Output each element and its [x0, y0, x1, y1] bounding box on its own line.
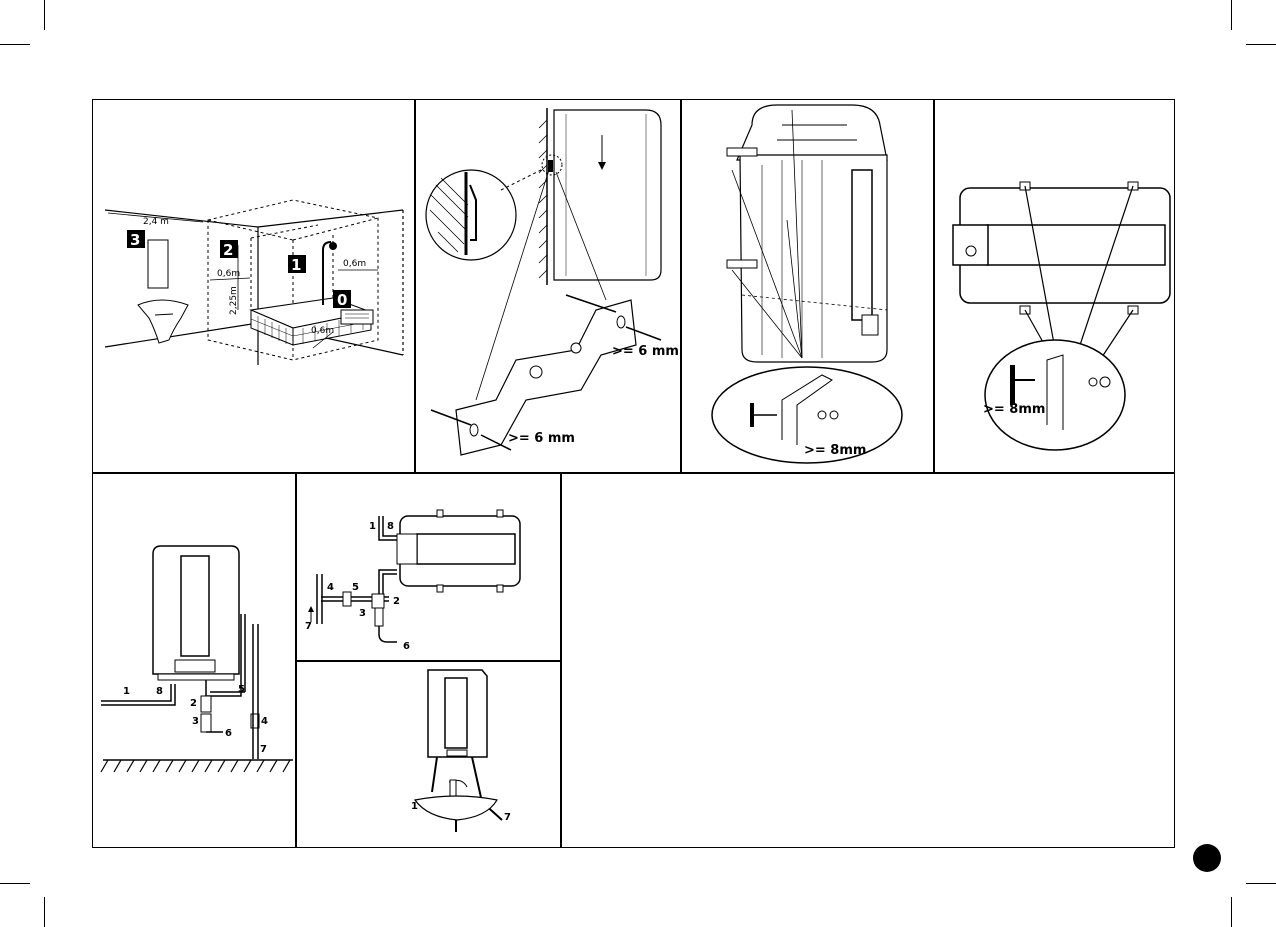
pipe-h-label-2: 2 [393, 596, 400, 607]
crop-mark [1231, 897, 1232, 927]
pipe-v-label-4: 4 [261, 716, 268, 727]
sink-label-7: 7 [504, 812, 511, 823]
dim-bottom-label: 0,6m [311, 326, 334, 336]
bathroom-zones-diagram: 3 2 1 0 2,4 m 0,6m 0,6m 2,25m 0,6m [93, 100, 414, 472]
dim-height-label: 2,25m [229, 286, 239, 315]
pipe-h-label-7: 7 [305, 621, 312, 632]
pipe-h-label-5: 5 [352, 582, 359, 593]
crop-mark [44, 897, 45, 927]
pipe-h-label-6: 6 [403, 641, 410, 652]
pipe-h-label-1: 1 [369, 521, 376, 532]
dim-left-label: 0,6m [217, 269, 240, 279]
crop-mark [0, 883, 30, 884]
pipe-v-label-3: 3 [192, 716, 199, 727]
sink-label-1: 1 [411, 801, 418, 812]
crop-mark [1246, 883, 1276, 884]
crop-mark [44, 0, 45, 30]
vertical-mount-diagram: >= 8mm [682, 100, 933, 472]
pipe-h-label-8: 8 [387, 521, 394, 532]
zone-1-label: 1 [291, 256, 301, 274]
crop-mark [0, 44, 30, 45]
pipe-v-label-2: 2 [190, 698, 197, 709]
pipe-v-label-1: 1 [123, 686, 130, 697]
bracket-label-bottom: >= 6 mm [508, 431, 575, 446]
dim-top-label: 2,4 m [143, 217, 169, 227]
pipe-v-label-5: 5 [238, 684, 245, 695]
vertical-mount-label: >= 8mm [804, 443, 866, 458]
crop-mark [1231, 0, 1232, 30]
sink-installation-diagram: 1 7 [297, 662, 560, 848]
vertical-piping-diagram: 1 8 2 3 6 5 4 7 [93, 474, 295, 848]
pipe-v-label-8: 8 [156, 686, 163, 697]
horizontal-mount-label: >= 8mm [983, 402, 1045, 417]
horizontal-piping-diagram: 1 8 4 5 2 3 7 6 [297, 474, 560, 660]
zone-2-label: 2 [223, 241, 233, 259]
bracket-label-top: >= 6 mm [612, 344, 679, 359]
pipe-h-label-3: 3 [359, 608, 366, 619]
page-marker-dot [1193, 844, 1221, 872]
pipe-v-label-6: 6 [225, 728, 232, 739]
dim-right-label: 0,6m [343, 259, 366, 269]
pipe-v-label-7: 7 [260, 744, 267, 755]
pipe-h-label-4: 4 [327, 582, 334, 593]
zone-3-label: 3 [130, 231, 140, 249]
crop-mark [1246, 44, 1276, 45]
wall-bracket-diagram: >= 6 mm >= 6 mm [416, 100, 680, 472]
horizontal-mount-diagram: >= 8mm [935, 100, 1174, 472]
zone-0-label: 0 [337, 291, 347, 309]
